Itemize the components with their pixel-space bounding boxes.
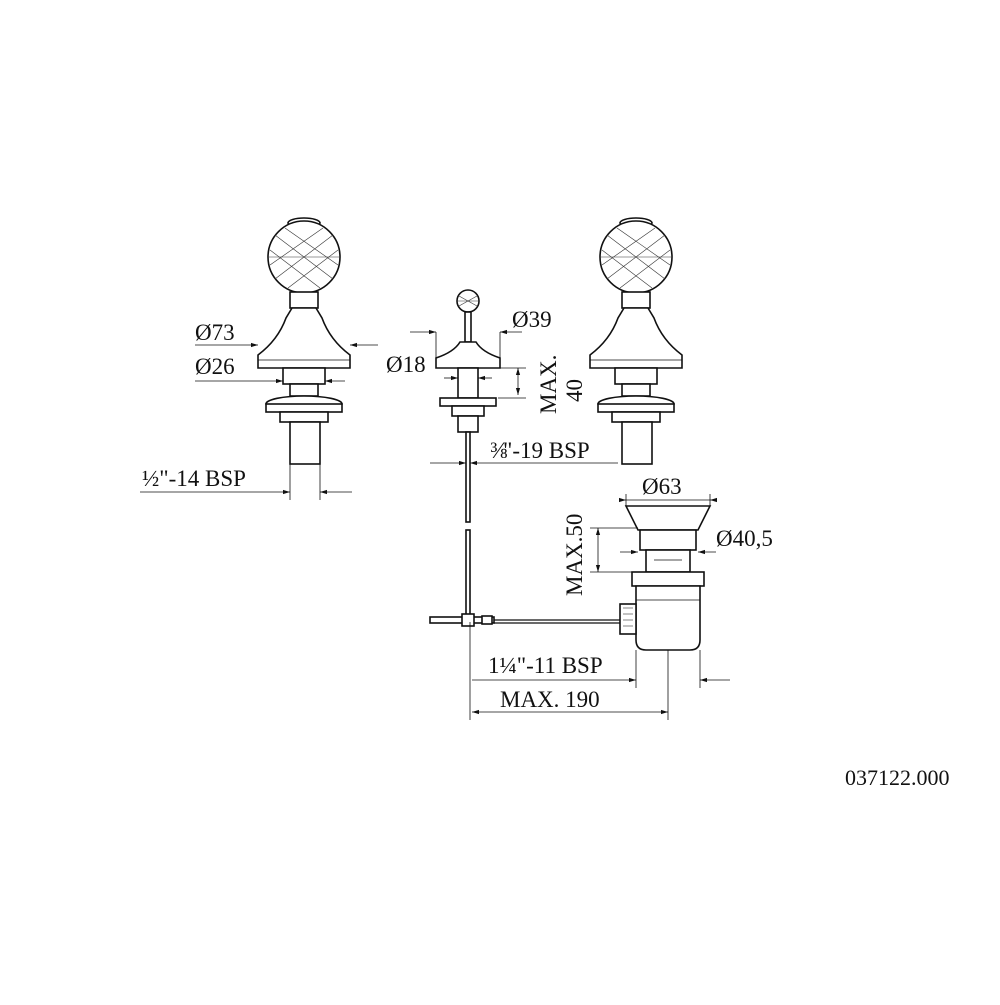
dim-bsp-half: ½"-14 BSP — [142, 466, 246, 491]
dim-d73: Ø73 — [195, 320, 235, 345]
dim-max40-line1: MAX. — [536, 355, 561, 414]
left-dimensions: Ø73 Ø26 ½"-14 BSP — [140, 320, 378, 500]
dim-max40-line2: 40 — [562, 379, 587, 402]
dim-d63: Ø63 — [642, 474, 682, 499]
left-crystal-knob — [267, 217, 341, 309]
dim-d39: Ø39 — [512, 307, 552, 332]
left-valve — [257, 217, 351, 465]
center-lift-rod — [429, 289, 620, 627]
left-shank — [289, 421, 321, 465]
pop-up-waste — [619, 505, 712, 651]
dim-max190: MAX. 190 — [500, 687, 600, 712]
right-valve — [589, 217, 683, 465]
center-dimensions: Ø39 Ø18 MAX. 40 ⅜ "-19 BSP — [386, 307, 618, 466]
dim-bsp-38-fraction: ⅜ — [490, 438, 507, 463]
left-rosette — [257, 307, 351, 423]
dim-d18: Ø18 — [386, 352, 426, 377]
dim-d40-5: Ø40,5 — [716, 526, 773, 551]
dim-bsp-38: "-19 BSP — [503, 438, 590, 463]
dim-max50: MAX.50 — [562, 514, 587, 596]
dim-bsp-114: 1¼"-11 BSP — [488, 653, 603, 678]
product-code: 037122.000 — [845, 765, 950, 790]
dim-d26: Ø26 — [195, 354, 235, 379]
drain-dimensions: Ø63 Ø40,5 MAX.50 1¼"-11 BSP MAX. 190 — [469, 474, 773, 720]
